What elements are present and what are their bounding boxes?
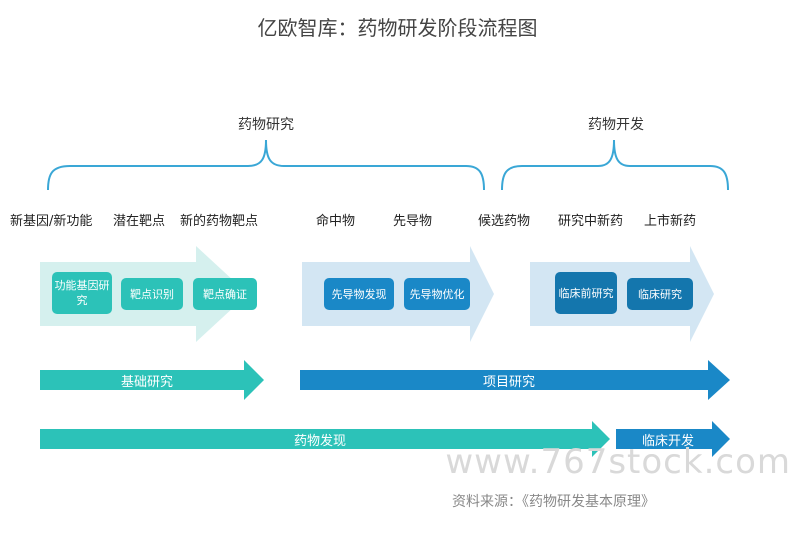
- basic-research-arrow: [40, 360, 264, 400]
- project-research-label: 项目研究: [482, 374, 535, 390]
- clinical-development-arrow: [616, 421, 730, 457]
- stage-label: 候选药物: [478, 214, 531, 229]
- project-research-arrow: [300, 360, 730, 400]
- drug-discovery-arrow: [40, 421, 610, 457]
- discovery-box: 先导物发现: [324, 278, 394, 310]
- stage-label: 研究中新药: [558, 214, 624, 229]
- development-brace: [501, 139, 729, 191]
- basic-research-label: 基础研究: [120, 374, 173, 390]
- development-brace-label: 药物开发: [588, 117, 644, 133]
- clinical-box: 临床研究: [627, 278, 693, 310]
- watermark: www.767stock.com: [445, 442, 791, 482]
- source-note: 资料来源：《药物研发基本原理》: [452, 494, 655, 510]
- page-title: 亿欧智库：药物研发阶段流程图: [257, 16, 538, 40]
- stage-label: 先导物: [393, 214, 433, 229]
- stage-label: 潜在靶点: [113, 214, 166, 229]
- clinical-box: 临床前研究: [555, 272, 617, 314]
- stage-label: 命中物: [316, 214, 356, 229]
- clinical-development-label: 临床开发: [641, 433, 694, 449]
- research-brace-label: 药物研究: [238, 117, 294, 133]
- research-box: 靶点确证: [193, 278, 257, 310]
- discovery-box: 先导物优化: [404, 278, 470, 310]
- stage-label: 上市新药: [644, 214, 697, 229]
- discovery-band: [302, 246, 494, 342]
- stage-label: 新的药物靶点: [180, 214, 259, 229]
- drug-discovery-label: 药物发现: [293, 433, 346, 449]
- stage-label: 新基因/新功能: [10, 214, 93, 229]
- research-box: 靶点识别: [121, 278, 183, 310]
- clinical-band: [530, 246, 714, 342]
- research-box: 功能基因研究: [52, 272, 112, 314]
- research-brace: [47, 139, 485, 191]
